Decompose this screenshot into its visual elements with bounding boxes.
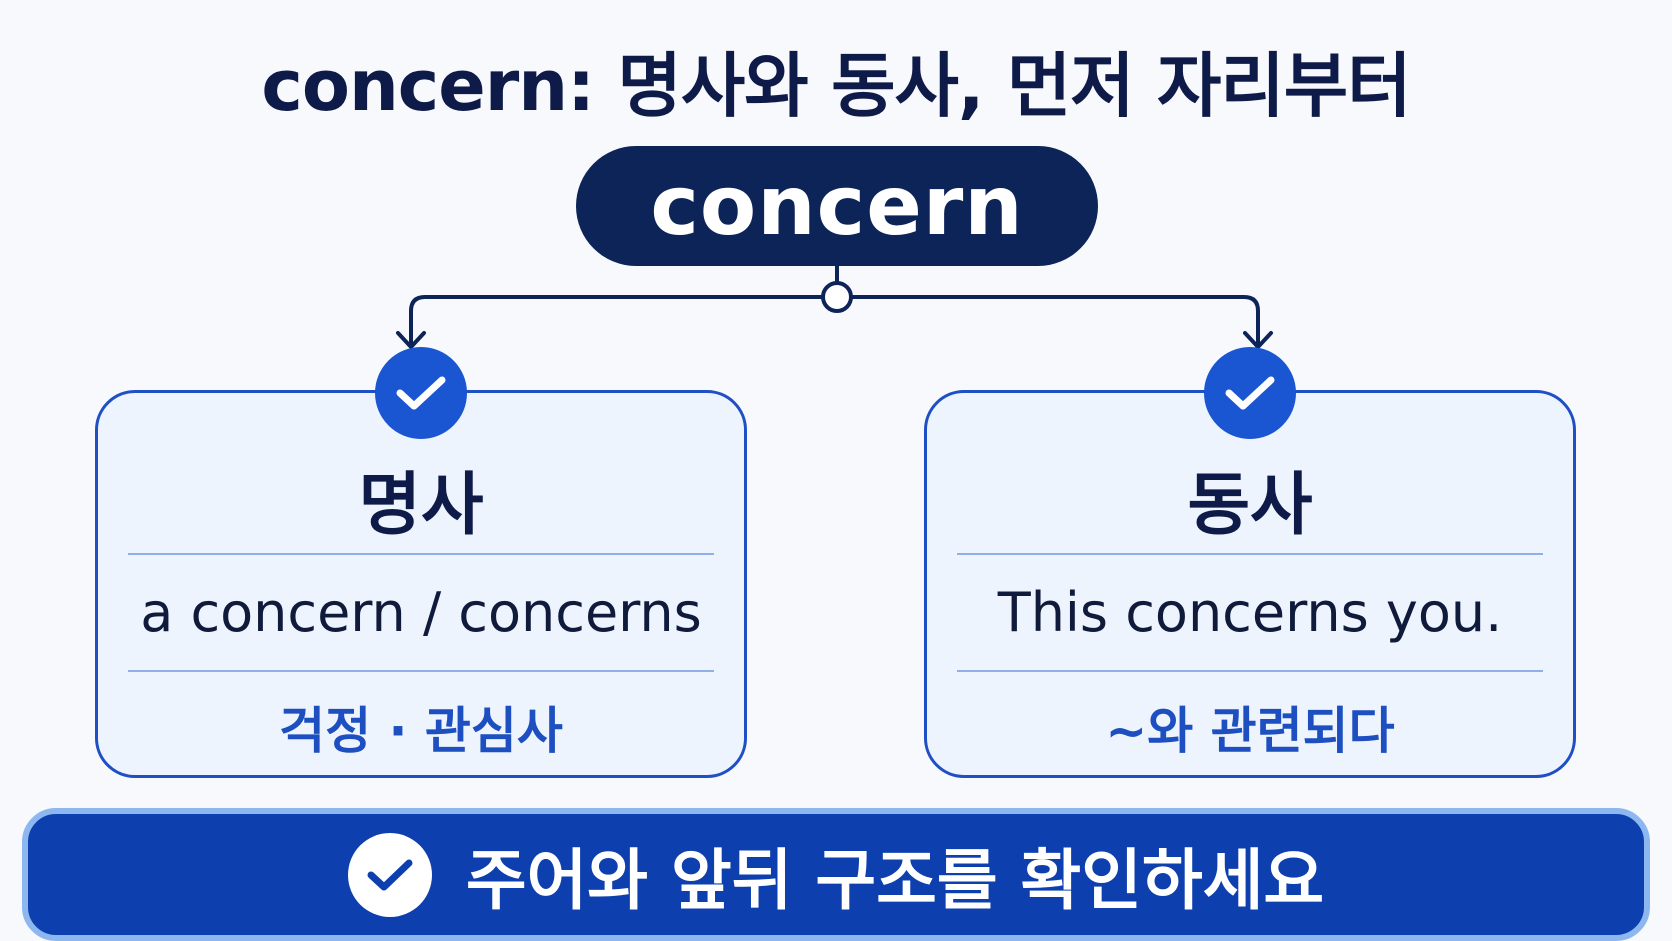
arrowhead-right-icon [1243, 331, 1273, 349]
noun-example: a concern / concerns [140, 581, 702, 644]
divider [128, 670, 714, 672]
junction-node-icon [821, 281, 853, 313]
connector-right-branch [852, 295, 1260, 345]
noun-card: 명사 a concern / concerns 걱정 · 관심사 [95, 347, 747, 778]
divider [957, 553, 1543, 555]
divider [128, 553, 714, 555]
check-icon [375, 347, 467, 439]
tip-banner: 주어와 앞뒤 구조를 확인하세요 [22, 808, 1650, 941]
verb-card: 동사 This concerns you. ~와 관련되다 [924, 347, 1576, 778]
check-icon [347, 832, 432, 917]
verb-example: This concerns you. [997, 581, 1503, 644]
check-icon [1204, 347, 1296, 439]
noun-meaning: 걱정 · 관심사 [279, 702, 563, 760]
divider [957, 670, 1543, 672]
root-word-label: concern [650, 158, 1024, 254]
tip-text: 주어와 앞뒤 구조를 확인하세요 [465, 841, 1325, 919]
connector-left-branch [409, 295, 822, 345]
noun-heading: 명사 [358, 466, 484, 545]
verb-heading: 동사 [1187, 466, 1313, 545]
page-title: concern: 명사와 동사, 먼저 자리부터 [261, 45, 1411, 127]
arrowhead-left-icon [396, 331, 426, 349]
verb-meaning: ~와 관련되다 [1105, 702, 1395, 760]
root-word-node: concern [576, 146, 1098, 266]
